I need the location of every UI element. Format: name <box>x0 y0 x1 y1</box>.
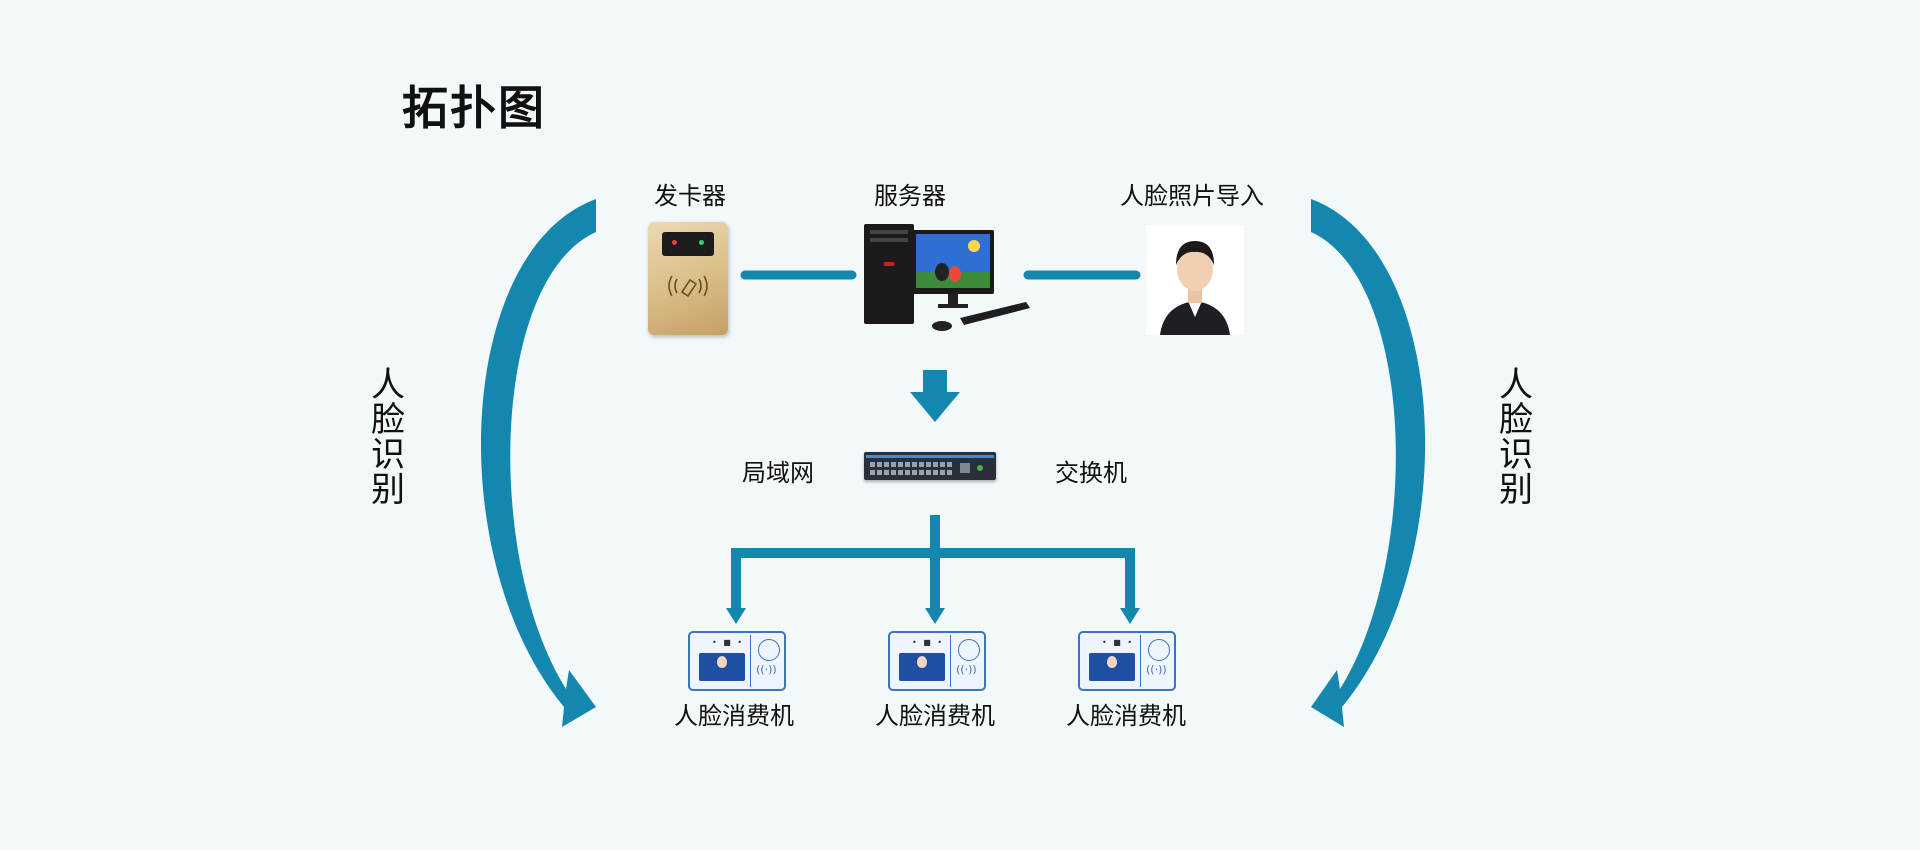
face-terminal-label-3: 人脸消费机 <box>1066 702 1186 730</box>
card-reader-label: 发卡器 <box>654 182 726 210</box>
network-switch-icon <box>864 452 996 480</box>
right-face-recognition-label: 人脸识别 <box>1499 365 1533 510</box>
face-payment-terminal-icon: • ■ • ((·)) <box>688 631 786 691</box>
server-to-switch-arrow <box>910 370 960 422</box>
face-terminal-label-2: 人脸消费机 <box>875 702 995 730</box>
face-payment-terminal-icon: • ■ • ((·)) <box>1078 631 1176 691</box>
server-label: 服务器 <box>874 182 946 210</box>
left-curved-arrow <box>480 199 596 727</box>
distribution-tree <box>726 515 1140 624</box>
person-photo-icon <box>1146 225 1244 335</box>
right-curved-arrow <box>1311 199 1426 727</box>
switch-label: 交换机 <box>1055 459 1127 487</box>
lan-label: 局域网 <box>742 459 814 487</box>
page-title: 拓扑图 <box>402 81 546 135</box>
face-payment-terminal-icon: • ■ • ((·)) <box>888 631 986 691</box>
desktop-computer-icon <box>864 224 1030 331</box>
left-face-recognition-label: 人脸识别 <box>371 365 405 510</box>
face-photo-import-label: 人脸照片导入 <box>1120 182 1264 210</box>
card-reader-icon <box>648 222 728 335</box>
face-terminal-label-1: 人脸消费机 <box>674 702 794 730</box>
